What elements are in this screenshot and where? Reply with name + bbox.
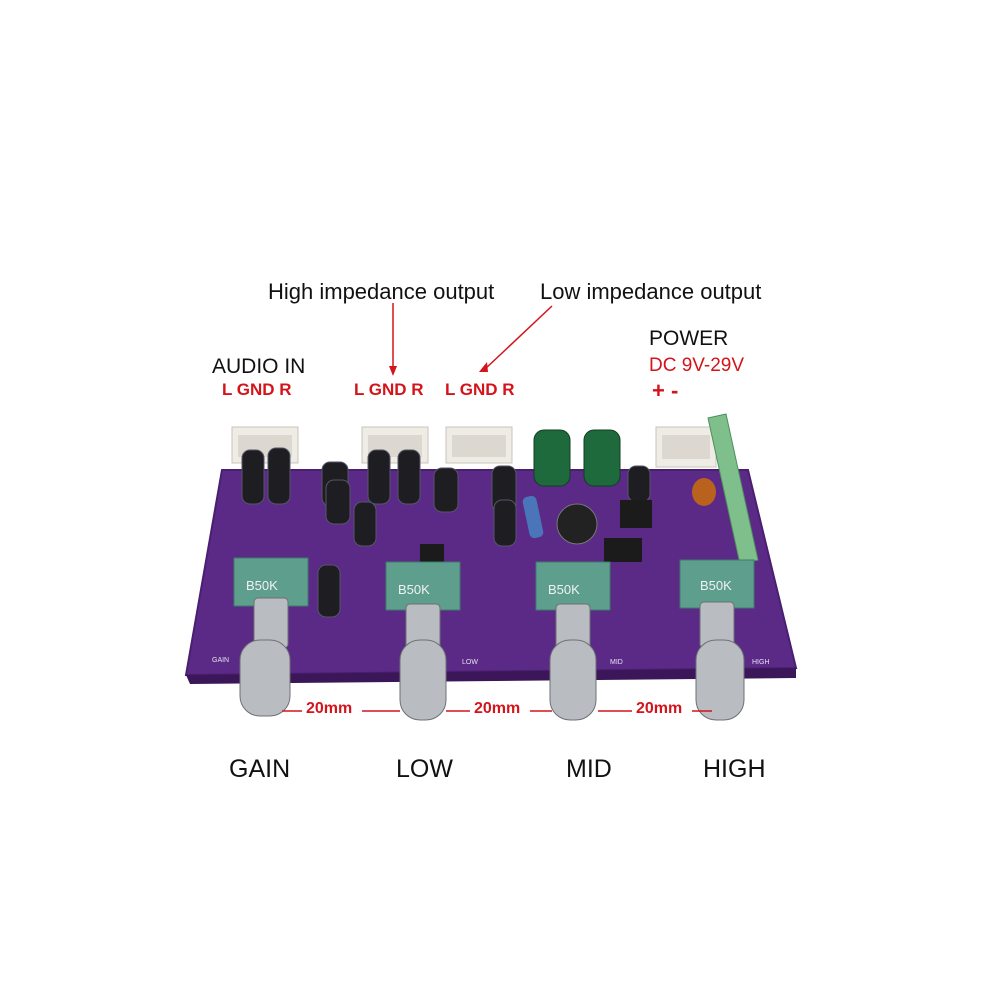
- pot-label-low: B50K: [398, 582, 430, 597]
- capacitors: [241, 447, 651, 618]
- knob-label-high: HIGH: [703, 755, 766, 783]
- pot-label-mid: B50K: [548, 582, 580, 597]
- silk-mid: MID: [610, 659, 623, 666]
- high-impedance-pins: L GND R: [354, 380, 424, 399]
- spacing-low-mid: 20mm: [474, 700, 521, 717]
- connector-power: [655, 426, 717, 468]
- power-title: POWER: [649, 327, 729, 350]
- connector-low-impedance: [445, 426, 513, 464]
- knob-label-gain: GAIN: [229, 755, 291, 783]
- power-voltage: DC 9V-29V: [649, 355, 745, 376]
- inductor: [556, 503, 598, 545]
- spacing-gain-low: 20mm: [306, 700, 353, 717]
- spacing-mid-high: 20mm: [636, 700, 683, 717]
- silk-gain: GAIN: [212, 657, 229, 664]
- pot-label-gain: B50K: [246, 578, 278, 593]
- silk-high: HIGH: [752, 659, 770, 666]
- silk-low: LOW: [462, 659, 478, 666]
- audio-in-label: AUDIO IN: [212, 355, 306, 378]
- knob-label-low: LOW: [396, 755, 453, 783]
- knob-shafts: [239, 597, 745, 721]
- ics: [420, 500, 652, 562]
- low-impedance-pins: L GND R: [445, 380, 515, 399]
- knob-label-mid: MID: [566, 755, 612, 783]
- pot-label-high: B50K: [700, 578, 732, 593]
- green-capacitors: [533, 429, 621, 487]
- resistor: [522, 495, 544, 539]
- low-impedance-pointer: [483, 305, 553, 371]
- audio-in-pins: L GND R: [222, 380, 292, 399]
- high-impedance-label: High impedance output: [268, 279, 495, 304]
- power-polarity: + -: [652, 378, 679, 403]
- low-impedance-label: Low impedance output: [540, 279, 762, 304]
- regulator-module: [707, 413, 759, 565]
- potentiometers: B50K B50K B50K B50K: [233, 557, 755, 611]
